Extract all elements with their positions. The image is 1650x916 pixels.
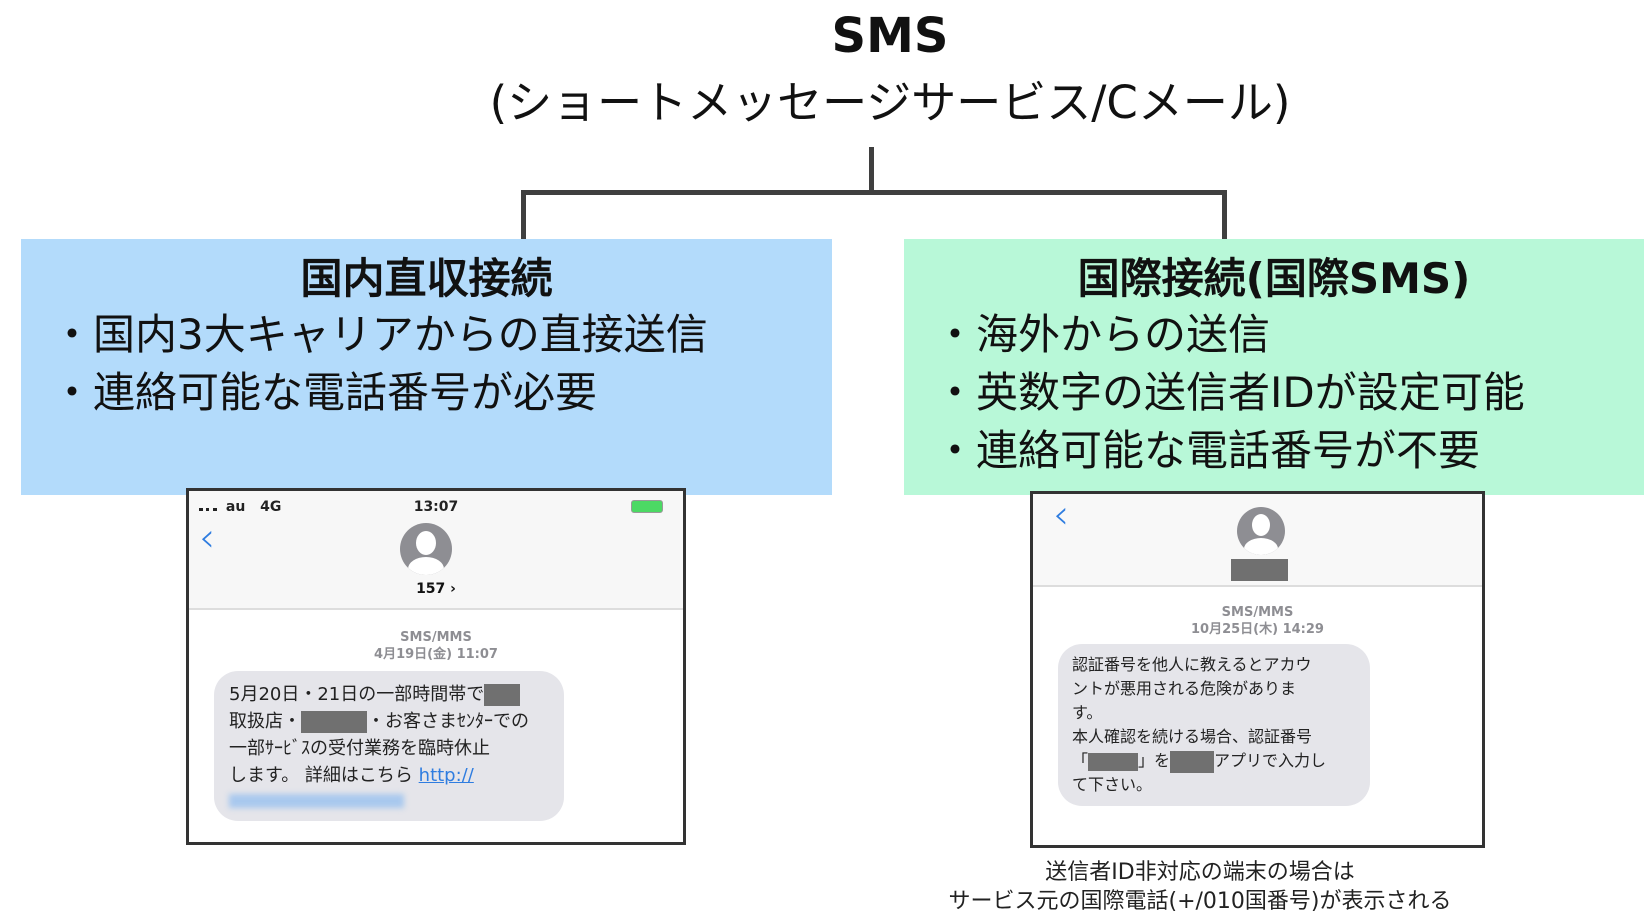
redaction (301, 711, 367, 733)
domestic-sms-screenshot: au 4G 13:07 ‹ 157 › SMS/MMS 4月19日(金) 11:… (186, 488, 686, 845)
international-sms-screenshot: ‹ SMS/MMS 10月25日(木) 14:29 認証番号を他人に教えるとアカ… (1030, 491, 1485, 848)
message-line: 本人確認を続ける場合、認証番号 (1072, 727, 1313, 746)
message-header: au 4G 13:07 ‹ 157 › (189, 491, 683, 610)
caption-line: 送信者ID非対応の端末の場合は (1045, 860, 1355, 885)
status-bar: au 4G 13:07 (199, 499, 673, 515)
message-line: 5月20日・21日の一部時間帯で (229, 684, 485, 705)
domestic-bullet: 連絡可能な電話番号が必要 (51, 364, 832, 422)
message-line: 」を (1138, 751, 1171, 770)
caption-line: サービス元の国際電話(+/010国番号)が表示される (948, 889, 1452, 914)
international-bullet: 連絡可能な電話番号が不要 (934, 422, 1644, 480)
message-line: 取扱店・ (229, 711, 301, 732)
international-caption: 送信者ID非対応の端末の場合は サービス元の国際電話(+/010国番号)が表示さ… (900, 858, 1500, 916)
message-bubble: 5月20日・21日の一部時間帯で 取扱店・ ・お客さまｾﾝﾀｰでの 一部ｻｰﾋﾞｽ… (214, 671, 564, 821)
code-redaction (1088, 752, 1139, 771)
message-line: て下さい。 (1072, 775, 1153, 794)
clock: 13:07 (413, 499, 459, 515)
service-label: SMS/MMS (400, 630, 472, 645)
app-redaction (1170, 750, 1215, 773)
international-connection-box: 国際接続(国際SMS) 海外からの送信 英数字の送信者IDが設定可能 連絡可能な… (904, 239, 1644, 495)
back-chevron-icon[interactable]: ‹ (199, 515, 215, 561)
network-label: 4G (260, 499, 282, 515)
connector-trunk (869, 147, 874, 194)
sender-number[interactable]: 157 › (416, 581, 456, 597)
contact-avatar-icon (1237, 507, 1285, 555)
message-header: ‹ (1033, 494, 1482, 587)
message-line: アプリで入力し (1214, 751, 1327, 770)
diagram-subtitle: (ショートメッセージサービス/Cメール) (489, 76, 1291, 129)
contact-avatar-icon (400, 523, 452, 575)
redaction (484, 684, 521, 706)
blurred-url (229, 794, 404, 808)
message-line: 一部ｻｰﾋﾞｽの受付業務を臨時休止 (229, 738, 490, 759)
message-line: 認証番号を他人に教えるとアカウ (1072, 655, 1312, 674)
back-chevron-icon[interactable]: ‹ (1053, 492, 1069, 538)
message-line: ントが悪用される危険がありま (1072, 679, 1297, 698)
connector-left (521, 190, 526, 240)
connector-right (1222, 190, 1227, 240)
message-line: ・お客さまｾﾝﾀｰでの (367, 711, 529, 732)
battery-icon (631, 500, 663, 513)
message-link[interactable]: http:// (418, 765, 474, 786)
message-bubble: 認証番号を他人に教えるとアカウ ントが悪用される危険がありま す。 本人確認を続… (1058, 644, 1370, 806)
message-line: します。 詳細はこちら (229, 765, 419, 786)
connector-horizontal (521, 190, 1227, 195)
international-bullet: 海外からの送信 (934, 306, 1644, 364)
international-bullet: 英数字の送信者IDが設定可能 (934, 364, 1644, 422)
message-date: 10月25日(木) 14:29 (1191, 622, 1324, 637)
signal-icon (199, 500, 217, 511)
service-label: SMS/MMS (1221, 605, 1294, 620)
message-date: 4月19日(金) 11:07 (374, 647, 498, 662)
carrier-label: au (225, 499, 246, 515)
diagram-title: SMS (831, 8, 949, 64)
message-line: 「 (1072, 751, 1089, 770)
sender-id-redaction (1231, 559, 1288, 581)
domestic-bullet: 国内3大キャリアからの直接送信 (51, 306, 832, 364)
domestic-title: 国内直収接続 (300, 254, 553, 303)
international-title: 国際接続(国際SMS) (1077, 254, 1471, 303)
message-line: す。 (1072, 703, 1103, 722)
domestic-connection-box: 国内直収接続 国内3大キャリアからの直接送信 連絡可能な電話番号が必要 (21, 239, 832, 495)
